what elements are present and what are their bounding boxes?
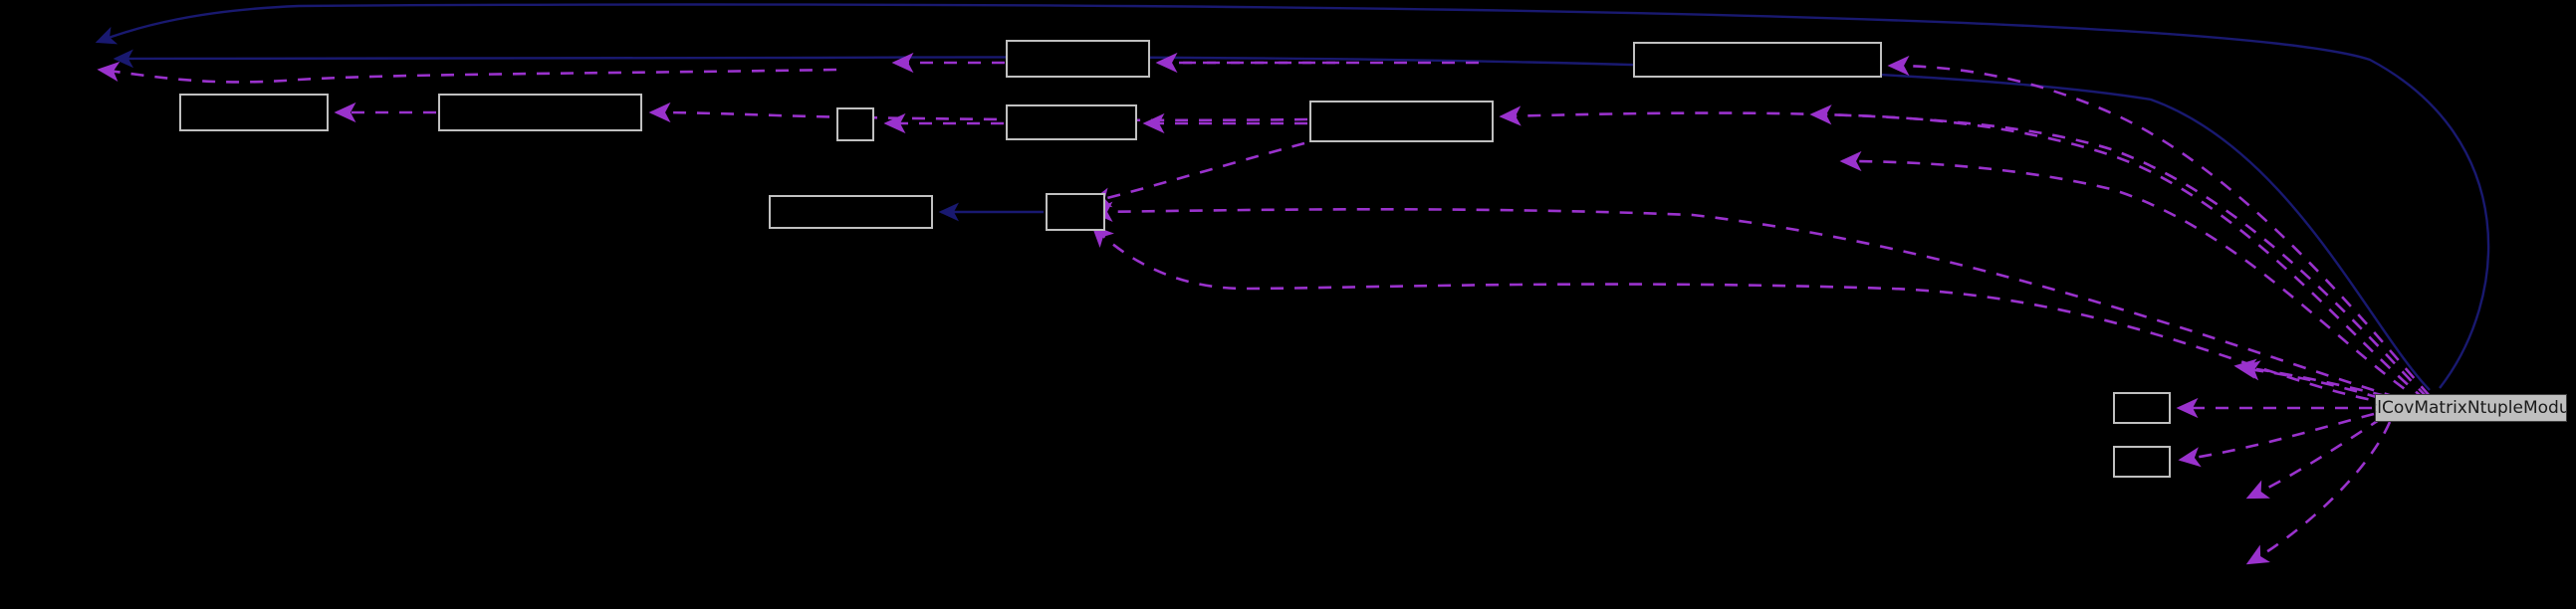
usage-edge-dangling-a4 (2233, 358, 2387, 398)
class-node[interactable] (1633, 42, 1882, 78)
class-node[interactable] (769, 195, 933, 229)
class-node[interactable] (2113, 392, 2171, 424)
usage-edges (97, 52, 2431, 565)
usage-edge-dangling-mid (1839, 150, 2425, 404)
node-label: EclCovMatrixNtupleModule (2376, 397, 2566, 418)
class-node[interactable] (1046, 193, 1105, 231)
usage-edge-to-n9-straight (1090, 201, 2421, 406)
usage-edge-to-n7 (1499, 105, 2429, 399)
class-node[interactable] (1006, 40, 1150, 78)
class-node[interactable] (1006, 104, 1137, 140)
class-node[interactable] (438, 94, 642, 131)
usage-edge-n7-n9 (1088, 141, 1305, 208)
inheritance-edges (95, 3, 2490, 391)
usage-edge-to-n11 (2178, 412, 2375, 468)
current-class-node[interactable]: EclCovMatrixNtupleModule (2375, 394, 2567, 422)
class-node[interactable] (836, 107, 874, 141)
usage-edge-dangling-a3 (2245, 421, 2392, 565)
usage-edge-n7-n2 (648, 102, 1308, 123)
usage-edge-to-n9-sweep (1091, 225, 2417, 408)
usage-edge-to-n4 (1887, 55, 2431, 397)
usage-edge-to-left-top (97, 61, 837, 84)
usage-edge-dangling-upper (1809, 104, 2427, 402)
inheritance-edge-top-curve (95, 3, 2490, 389)
usage-edge-dangling-a2 (2245, 416, 2383, 500)
class-node[interactable] (2113, 446, 2171, 478)
class-node[interactable] (179, 94, 329, 131)
inheritance-edge-second (113, 49, 2431, 391)
class-node[interactable] (1309, 101, 1494, 142)
